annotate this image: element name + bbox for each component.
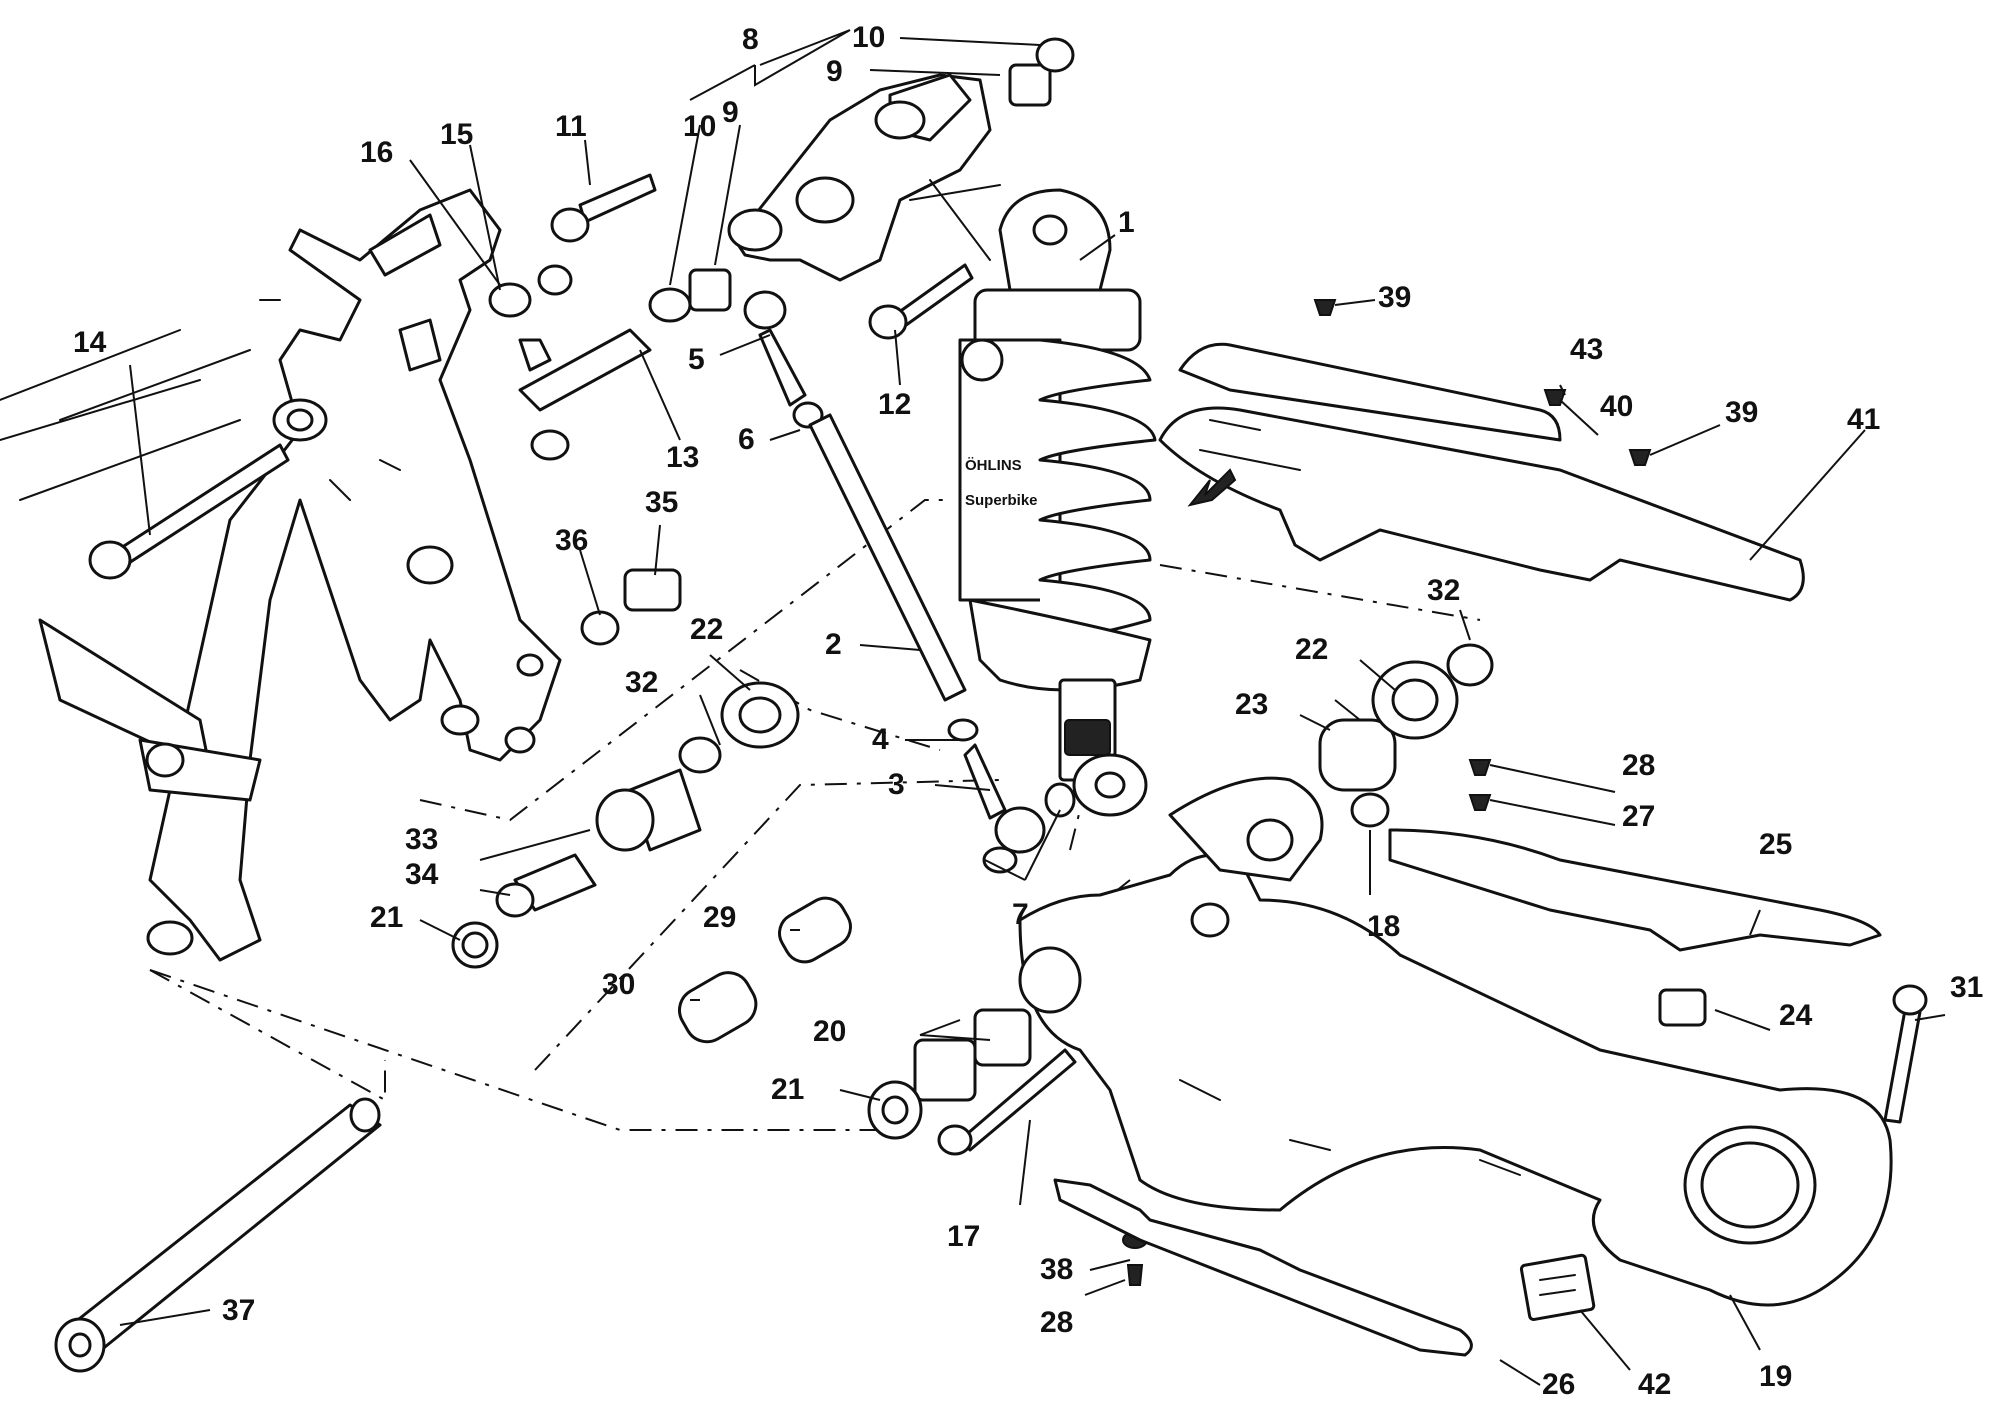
callout-30: 30 (602, 968, 636, 1001)
callout-8: 8 (742, 23, 759, 56)
callout-43: 43 (1570, 333, 1604, 366)
callout-13: 13 (666, 441, 700, 474)
callout-3: 3 (888, 768, 905, 801)
callout-leaders (119, 29, 1946, 1386)
callout-15: 15 (440, 118, 474, 151)
hardware-parts (88, 37, 1928, 1321)
callout-18: 18 (1367, 910, 1401, 943)
callout-2: 2 (825, 628, 842, 661)
callout-28-lower: 28 (1040, 1306, 1074, 1339)
swingarm (1018, 776, 1893, 1307)
callout-1: 1 (1118, 206, 1135, 239)
callout-31: 31 (1950, 971, 1984, 1004)
callout-36: 36 (555, 524, 589, 557)
shock-absorber: ÖHLINS Superbike (958, 188, 1157, 817)
callout-20: 20 (813, 1015, 847, 1048)
callout-42: 42 (1638, 1368, 1672, 1401)
callout-21-left: 21 (370, 901, 404, 934)
callout-26: 26 (1542, 1368, 1576, 1401)
callout-41: 41 (1847, 403, 1881, 436)
callout-25: 25 (1759, 828, 1793, 861)
callout-4: 4 (872, 723, 889, 756)
callout-7: 7 (1012, 898, 1029, 931)
shock-brand-text: ÖHLINS (965, 457, 1022, 474)
callout-24: 24 (1779, 999, 1813, 1032)
callout-23: 23 (1235, 688, 1269, 721)
callout-10-left: 10 (683, 110, 717, 143)
frame-assembly (0, 188, 562, 962)
callout-39-upper: 39 (1378, 281, 1412, 314)
callout-28-upper: 28 (1622, 749, 1656, 782)
callout-38: 38 (1040, 1253, 1074, 1286)
callout-16: 16 (360, 136, 394, 169)
callout-22-right: 22 (1295, 633, 1329, 666)
callout-35: 35 (645, 486, 679, 519)
callout-21-right: 21 (771, 1073, 805, 1106)
tie-rod (743, 290, 1076, 874)
callout-40: 40 (1600, 390, 1634, 423)
callout-39-right: 39 (1725, 396, 1759, 429)
chain-guard (1158, 342, 1805, 602)
swingarm-pivot-pin (54, 1097, 382, 1373)
callout-37: 37 (222, 1294, 256, 1327)
callout-11: 11 (555, 110, 587, 143)
callout-29: 29 (703, 901, 737, 934)
callout-14: 14 (73, 326, 107, 359)
callout-12: 12 (878, 388, 912, 421)
callout-33: 33 (405, 823, 439, 856)
callout-27: 27 (1622, 800, 1656, 833)
callout-6: 6 (738, 423, 755, 456)
callout-22-left: 22 (690, 613, 724, 646)
callout-5: 5 (688, 343, 705, 376)
callout-10-upper: 10 (852, 21, 886, 54)
callout-9-upper: 9 (826, 55, 843, 88)
callout-19: 19 (1759, 1360, 1793, 1393)
callout-34: 34 (405, 858, 439, 891)
rocker-linkage (727, 73, 1001, 282)
callout-9-left: 9 (722, 96, 739, 129)
callout-32-left: 32 (625, 666, 659, 699)
callout-17: 17 (947, 1220, 981, 1253)
arrow-indicator-icon (1187, 468, 1237, 507)
callout-32-right: 32 (1427, 574, 1461, 607)
lower-chain-guard (1388, 828, 1882, 952)
shock-brand-subtext: Superbike (965, 492, 1038, 509)
lower-guard-26 (1053, 1178, 1473, 1357)
